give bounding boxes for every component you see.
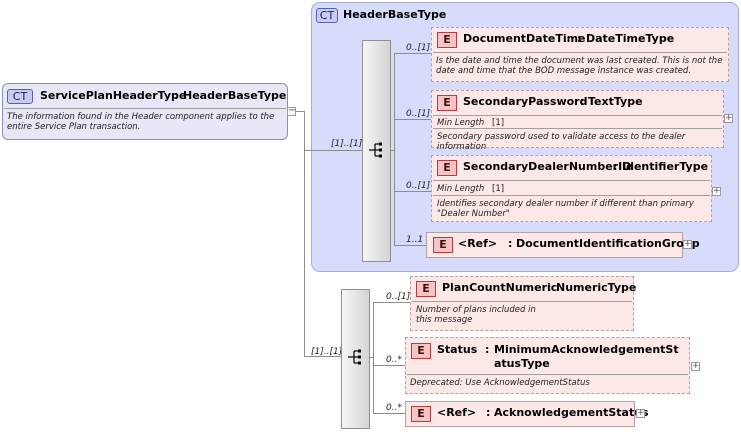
document-date-time-name: DocumentDateTime	[463, 32, 586, 45]
connector	[304, 356, 341, 357]
status-element[interactable]	[405, 337, 690, 394]
connector	[394, 191, 431, 192]
root-type-colon: :	[174, 89, 179, 102]
root-type-name: ServicePlanHeaderType	[40, 89, 187, 102]
header-base-type-title[interactable]: HeaderBaseType	[343, 8, 447, 21]
connector	[373, 365, 405, 366]
connector	[373, 302, 374, 413]
document-date-time-element[interactable]	[431, 27, 729, 82]
plan-count-type: NumericType	[556, 281, 637, 294]
separator	[433, 52, 727, 53]
connector	[373, 413, 405, 414]
separator	[433, 115, 722, 116]
secondary-password-colon: :	[580, 95, 585, 108]
document-date-time-colon: :	[577, 32, 582, 45]
separator	[412, 301, 632, 302]
seq1-occurrence: [1]..[1]	[331, 139, 363, 149]
secondary-dealer-number-colon: :	[613, 160, 618, 173]
connector	[373, 302, 410, 303]
secondary-password-type: TextType	[588, 95, 643, 108]
secondary-password-facet-label: Min Length	[437, 118, 485, 128]
secondary-dealer-number-name: SecondaryDealerNumberID	[463, 160, 632, 173]
plan-count-occurrence: 0..[1]	[386, 292, 411, 302]
status-occurrence: 0..*	[386, 355, 402, 365]
plan-count-doc: Number of plans included in this message	[416, 305, 536, 325]
acknowledgement-status-ref: <Ref>	[437, 406, 477, 419]
expand-plus-icon[interactable]: +	[691, 361, 700, 371]
separator	[433, 128, 722, 129]
connector	[296, 111, 304, 112]
plan-count-colon: :	[547, 281, 552, 294]
root-collapse-minus-icon[interactable]: −	[287, 105, 297, 116]
status-badge: E	[411, 343, 431, 359]
expand-plus-icon[interactable]: +	[712, 186, 721, 196]
separator	[407, 374, 688, 375]
root-type-box[interactable]	[2, 83, 288, 140]
secondary-dealer-number-facet-value: [1]	[492, 184, 505, 194]
status-colon: :	[485, 343, 490, 356]
status-doc: Deprecated: Use AcknowledgementStatus	[410, 378, 590, 388]
document-date-time-doc: Is the date and time the document was la…	[436, 56, 723, 76]
acknowledgement-status-type: AcknowledgementStatus	[494, 406, 649, 419]
document-identification-colon: :	[508, 237, 513, 250]
sequence-compositor-icon	[369, 142, 382, 158]
root-type-base: HeaderBaseType	[183, 89, 287, 102]
connector	[304, 150, 362, 151]
connector	[370, 357, 373, 358]
root-type-doc: The information found in the Header comp…	[7, 112, 275, 132]
connector	[391, 150, 394, 151]
root-type-separator	[4, 108, 286, 109]
document-date-time-badge: E	[437, 32, 457, 48]
acknowledgement-status-occurrence: 0..*	[386, 403, 402, 413]
acknowledgement-status-ref-element[interactable]	[405, 401, 635, 427]
root-type-badge: CT	[7, 89, 33, 104]
status-type: MinimumAcknowledgementStatusType	[494, 343, 679, 370]
document-identification-type: DocumentIdentificationGroup	[516, 237, 700, 250]
sequence-compositor-icon	[348, 349, 361, 365]
secondary-password-facet-value: [1]	[492, 118, 505, 128]
secondary-dealer-number-facet-label: Min Length	[437, 184, 485, 194]
secondary-dealer-number-element[interactable]	[431, 155, 712, 222]
plan-count-numeric-element[interactable]	[410, 276, 634, 331]
connector	[394, 53, 431, 54]
expand-plus-icon[interactable]: +	[683, 239, 692, 249]
secondary-dealer-number-doc: Identifies secondary dealer number if di…	[437, 199, 694, 219]
document-date-time-occurrence: 0..[1]	[406, 43, 431, 53]
secondary-password-occurrence: 0..[1]	[406, 109, 431, 119]
status-name: Status	[437, 343, 478, 356]
document-identification-occurrence: 1..1	[406, 235, 424, 245]
acknowledgement-status-badge: E	[411, 406, 431, 422]
connector	[394, 53, 395, 245]
header-base-type-badge: CT	[316, 8, 338, 23]
expand-plus-icon[interactable]: +	[636, 408, 645, 418]
document-date-time-type: DateTimeType	[586, 32, 675, 45]
secondary-password-name: SecondaryPassword	[463, 95, 588, 108]
sequence-2[interactable]	[341, 289, 370, 429]
document-identification-badge: E	[433, 237, 453, 253]
plan-count-badge: E	[416, 281, 436, 297]
separator	[433, 195, 710, 196]
document-identification-ref-element[interactable]	[426, 232, 683, 258]
connector	[394, 119, 431, 120]
secondary-dealer-number-occurrence: 0..[1]	[406, 181, 431, 191]
secondary-dealer-number-badge: E	[437, 160, 457, 176]
secondary-password-badge: E	[437, 95, 457, 111]
connector	[394, 245, 426, 246]
sequence-1[interactable]	[362, 40, 391, 262]
plan-count-name: PlanCountNumeric	[442, 281, 558, 294]
seq2-occurrence: [1]..[1]	[311, 347, 343, 357]
connector	[304, 111, 305, 356]
secondary-password-element[interactable]	[431, 90, 724, 148]
acknowledgement-status-colon: :	[486, 406, 491, 419]
document-identification-ref: <Ref>	[458, 237, 498, 250]
expand-plus-icon[interactable]: +	[724, 113, 733, 123]
secondary-password-doc: Secondary password used to validate acce…	[437, 132, 686, 152]
separator	[433, 180, 710, 181]
secondary-dealer-number-type: IdentifierType	[622, 160, 709, 173]
